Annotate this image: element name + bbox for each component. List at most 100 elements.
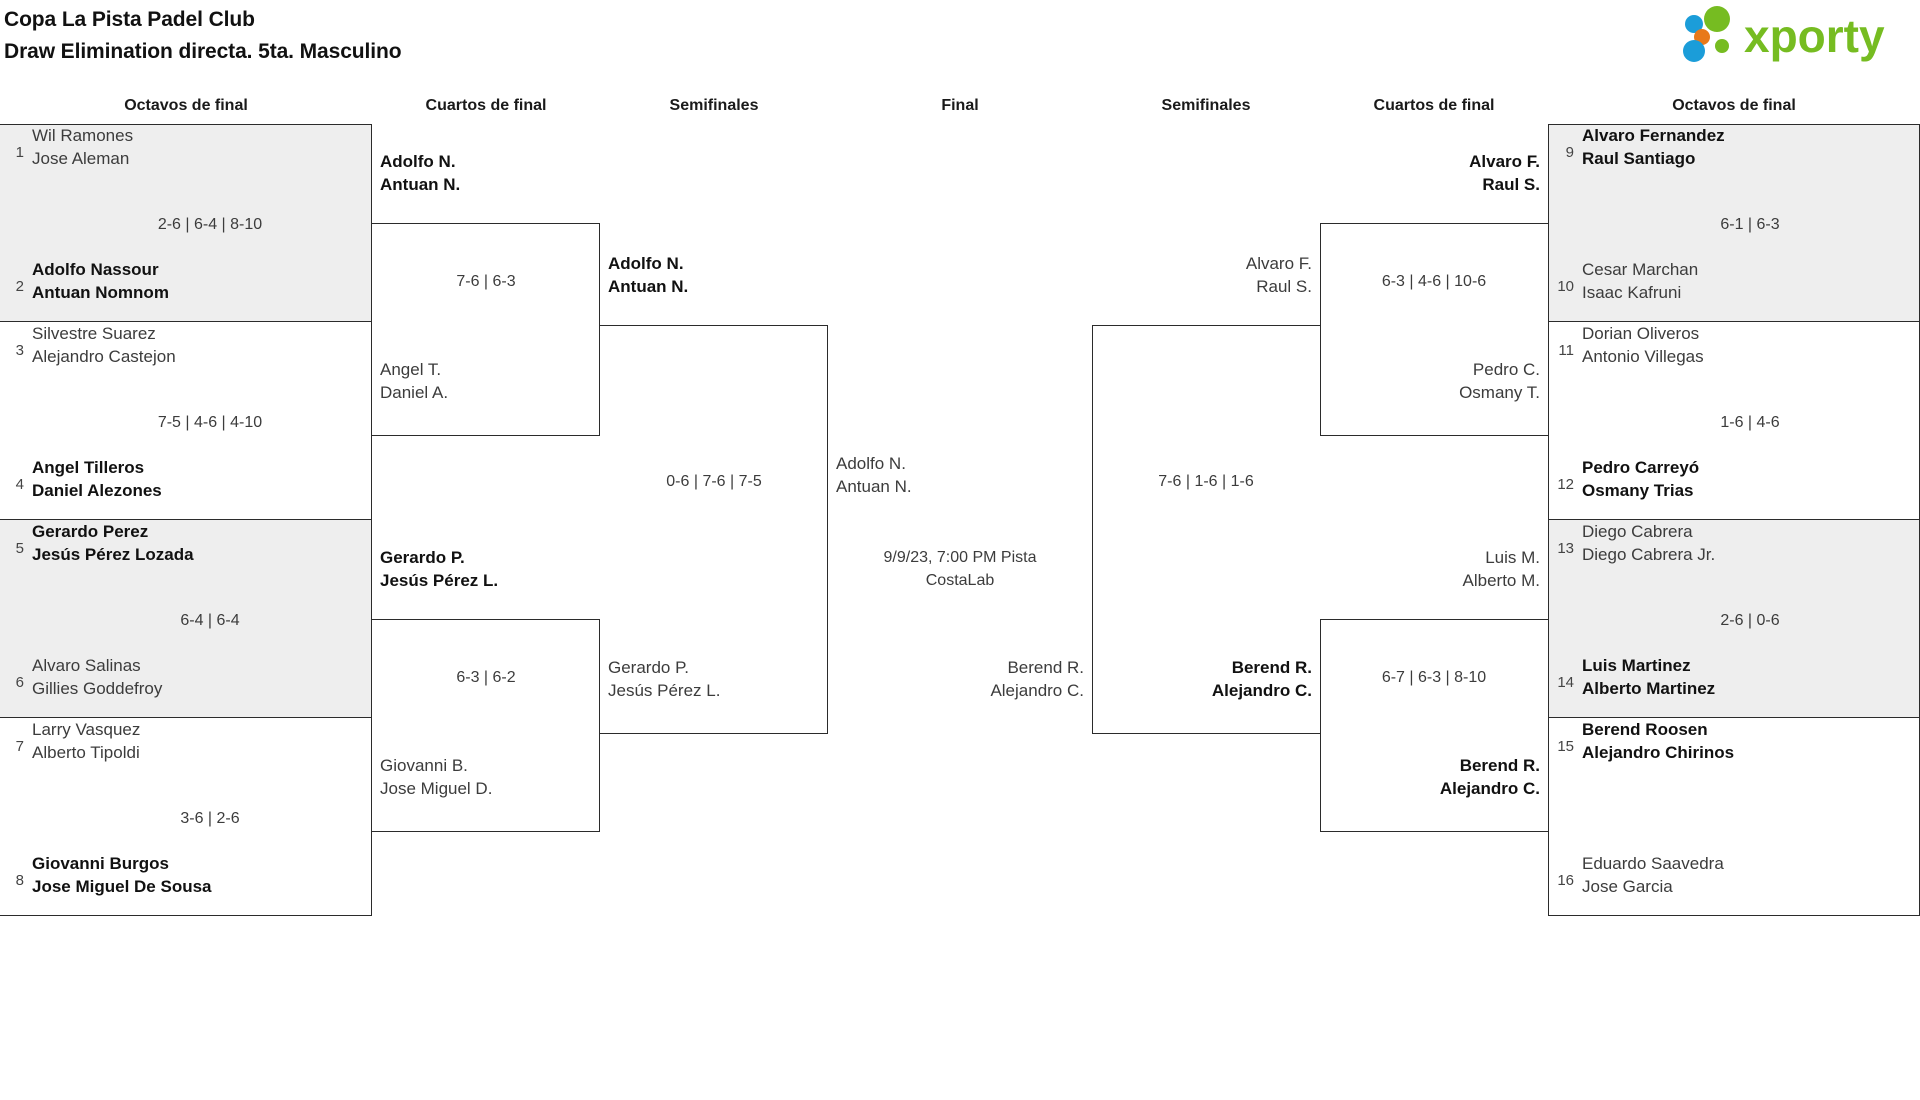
player-entry-seed-2[interactable]: 2 Adolfo Nassour Antuan Nomnom bbox=[2, 258, 370, 304]
match-block-left-sf-1[interactable] bbox=[600, 325, 828, 734]
match-score-left-qf-1: 7-6 | 6-3 bbox=[456, 273, 516, 290]
match-block-left-r16-2[interactable] bbox=[0, 322, 372, 520]
player-entry-seed-10[interactable]: 10 Cesar Marchan Isaac Kafruni bbox=[1552, 258, 1916, 304]
player-entry-seed-4[interactable]: 4 Angel Tilleros Daniel Alezones bbox=[2, 456, 370, 502]
player-entry-seed-14[interactable]: 14 Luis Martinez Alberto Martinez bbox=[1552, 654, 1916, 700]
match-block-right-r16-1[interactable] bbox=[1548, 124, 1920, 322]
team-left-qf-2-bot[interactable]: Giovanni B. Jose Miguel D. bbox=[380, 756, 493, 798]
team-names: Wil Ramones Jose Aleman bbox=[32, 126, 134, 168]
team-right-qf-1-bot[interactable]: Pedro C. Osmany T. bbox=[1459, 360, 1540, 402]
seed-number: 4 bbox=[15, 476, 24, 493]
team-right-qf-1-top[interactable]: Alvaro F. Raul S. bbox=[1469, 152, 1540, 194]
seed-number: 14 bbox=[1557, 674, 1574, 691]
seed-number: 5 bbox=[15, 540, 24, 557]
match-score-right-r16-3: 2-6 | 0-6 bbox=[1720, 612, 1780, 629]
match-score-right-sf-1: 7-6 | 1-6 | 1-6 bbox=[1158, 473, 1254, 490]
round-header-left-sf: Semifinales bbox=[669, 97, 759, 114]
match-block-right-qf-1[interactable] bbox=[1320, 223, 1548, 436]
match-score-left-r16-2: 7-5 | 4-6 | 4-10 bbox=[157, 414, 263, 431]
match-score-right-qf-1: 6-3 | 4-6 | 10-6 bbox=[1381, 273, 1487, 290]
team-names: Alvaro Salinas Gillies Goddefroy bbox=[32, 656, 163, 698]
team-left-sf-top[interactable]: Adolfo N. Antuan N. bbox=[608, 254, 689, 296]
match-block-left-r16-3[interactable] bbox=[0, 520, 372, 718]
seed-number: 10 bbox=[1557, 278, 1574, 295]
seed-number: 15 bbox=[1557, 738, 1574, 755]
team-final-left[interactable]: Adolfo N. Antuan N. bbox=[836, 454, 912, 496]
player-entry-seed-3[interactable]: 3 Silvestre Suarez Alejandro Castejon bbox=[2, 322, 370, 368]
team-right-sf-bot[interactable]: Berend R. Alejandro C. bbox=[1211, 658, 1312, 700]
team-names: Dorian Oliveros Antonio Villegas bbox=[1582, 324, 1704, 366]
team-names: Eduardo Saavedra Jose Garcia bbox=[1582, 854, 1724, 896]
player-entry-seed-9[interactable]: 9 Alvaro Fernandez Raul Santiago bbox=[1552, 124, 1916, 170]
round-header-right-qf: Cuartos de final bbox=[1373, 97, 1495, 114]
match-score-left-sf-1: 0-6 | 7-6 | 7-5 bbox=[666, 473, 762, 490]
player-entry-seed-8[interactable]: 8 Giovanni Burgos Jose Miguel De Sousa bbox=[2, 852, 370, 898]
team-names: Luis Martinez Alberto Martinez bbox=[1582, 656, 1716, 698]
match-score-right-r16-1: 6-1 | 6-3 bbox=[1720, 216, 1780, 233]
team-right-qf-2-bot[interactable]: Berend R. Alejandro C. bbox=[1439, 756, 1540, 798]
round-header-final: Final bbox=[941, 97, 979, 114]
round-header-right-sf: Semifinales bbox=[1161, 97, 1251, 114]
seed-number: 1 bbox=[15, 144, 24, 161]
player-entry-seed-5[interactable]: 5 Gerardo Perez Jesús Pérez Lozada bbox=[2, 520, 370, 566]
seed-number: 6 bbox=[15, 674, 24, 691]
match-score-right-qf-2: 6-7 | 6-3 | 8-10 bbox=[1381, 669, 1487, 686]
player-entry-seed-13[interactable]: 13 Diego Cabrera Diego Cabrera Jr. bbox=[1552, 520, 1916, 566]
svg-text:xporty: xporty bbox=[1744, 10, 1885, 62]
team-left-qf-2-top[interactable]: Gerardo P. Jesús Pérez L. bbox=[380, 548, 499, 590]
player-entry-seed-15[interactable]: 15 Berend Roosen Alejandro Chirinos bbox=[1552, 718, 1916, 764]
seed-number: 7 bbox=[15, 738, 24, 755]
team-left-sf-bot[interactable]: Gerardo P. Jesús Pérez L. bbox=[608, 658, 721, 700]
player-entry-seed-1[interactable]: 1 Wil Ramones Jose Aleman bbox=[2, 124, 370, 170]
player-entry-seed-16[interactable]: 16 Eduardo Saavedra Jose Garcia bbox=[1552, 852, 1916, 898]
team-right-sf-top[interactable]: Alvaro F. Raul S. bbox=[1245, 254, 1312, 296]
match-block-left-qf-1[interactable] bbox=[372, 223, 600, 436]
tournament-name: Copa La Pista Padel Club bbox=[4, 8, 255, 31]
xporty-logo[interactable]: xporty bbox=[1672, 6, 1912, 62]
match-block-left-r16-1[interactable] bbox=[0, 124, 372, 322]
team-left-qf-1-top[interactable]: Adolfo N. Antuan N. bbox=[380, 152, 461, 194]
team-names: Cesar Marchan Isaac Kafruni bbox=[1582, 260, 1699, 302]
match-score-right-r16-2: 1-6 | 4-6 bbox=[1720, 414, 1780, 431]
seed-number: 12 bbox=[1557, 476, 1574, 493]
team-names: Gerardo Perez Jesús Pérez Lozada bbox=[32, 522, 194, 564]
player-entry-seed-6[interactable]: 6 Alvaro Salinas Gillies Goddefroy bbox=[2, 654, 370, 700]
player-entry-seed-7[interactable]: 7 Larry Vasquez Alberto Tipoldi bbox=[2, 718, 370, 764]
match-score-left-r16-3: 6-4 | 6-4 bbox=[180, 612, 240, 629]
seed-number: 2 bbox=[15, 278, 24, 295]
final-venue: CostaLab bbox=[925, 572, 995, 589]
page-title: Copa La Pista Padel Club Draw Eliminatio… bbox=[4, 4, 402, 68]
seed-number: 11 bbox=[1558, 342, 1574, 359]
match-score-left-r16-1: 2-6 | 6-4 | 8-10 bbox=[157, 216, 263, 233]
seed-number: 16 bbox=[1557, 872, 1574, 889]
team-names: Angel Tilleros Daniel Alezones bbox=[32, 458, 162, 500]
seed-number: 8 bbox=[15, 872, 24, 889]
match-score-left-qf-2: 6-3 | 6-2 bbox=[456, 669, 516, 686]
match-block-right-sf-1[interactable] bbox=[1092, 325, 1320, 734]
final-match-meta: 9/9/23, 7:00 PM Pista CostaLab bbox=[836, 546, 1084, 592]
match-block-right-qf-2[interactable] bbox=[1320, 619, 1548, 832]
team-names: Giovanni Burgos Jose Miguel De Sousa bbox=[32, 854, 212, 896]
team-names: Larry Vasquez Alberto Tipoldi bbox=[32, 720, 141, 762]
round-header-left-qf: Cuartos de final bbox=[425, 97, 547, 114]
team-final-right[interactable]: Berend R. Alejandro C. bbox=[990, 658, 1084, 700]
round-header-left-r16: Octavos de final bbox=[124, 97, 248, 114]
team-names: Adolfo Nassour Antuan Nomnom bbox=[32, 260, 169, 302]
team-names: Alvaro Fernandez Raul Santiago bbox=[1582, 126, 1725, 168]
team-names: Pedro Carreyó Osmany Trias bbox=[1582, 458, 1700, 500]
team-left-qf-1-bot[interactable]: Angel T. Daniel A. bbox=[380, 360, 449, 402]
round-header-right-r16: Octavos de final bbox=[1672, 97, 1796, 114]
match-block-left-qf-2[interactable] bbox=[372, 619, 600, 832]
player-entry-seed-12[interactable]: 12 Pedro Carreyó Osmany Trias bbox=[1552, 456, 1916, 502]
seed-number: 13 bbox=[1557, 540, 1574, 557]
team-names: Diego Cabrera Diego Cabrera Jr. bbox=[1582, 522, 1716, 564]
player-entry-seed-11[interactable]: 11 Dorian Oliveros Antonio Villegas bbox=[1552, 322, 1916, 368]
team-names: Berend Roosen Alejandro Chirinos bbox=[1582, 720, 1735, 762]
team-names: Silvestre Suarez Alejandro Castejon bbox=[32, 324, 176, 366]
team-right-qf-2-top[interactable]: Luis M. Alberto M. bbox=[1462, 548, 1540, 590]
match-score-left-r16-4: 3-6 | 2-6 bbox=[180, 810, 240, 827]
seed-number: 9 bbox=[1565, 144, 1574, 161]
final-datetime: 9/9/23, 7:00 PM Pista bbox=[883, 549, 1037, 566]
match-block-left-r16-4[interactable] bbox=[0, 718, 372, 916]
